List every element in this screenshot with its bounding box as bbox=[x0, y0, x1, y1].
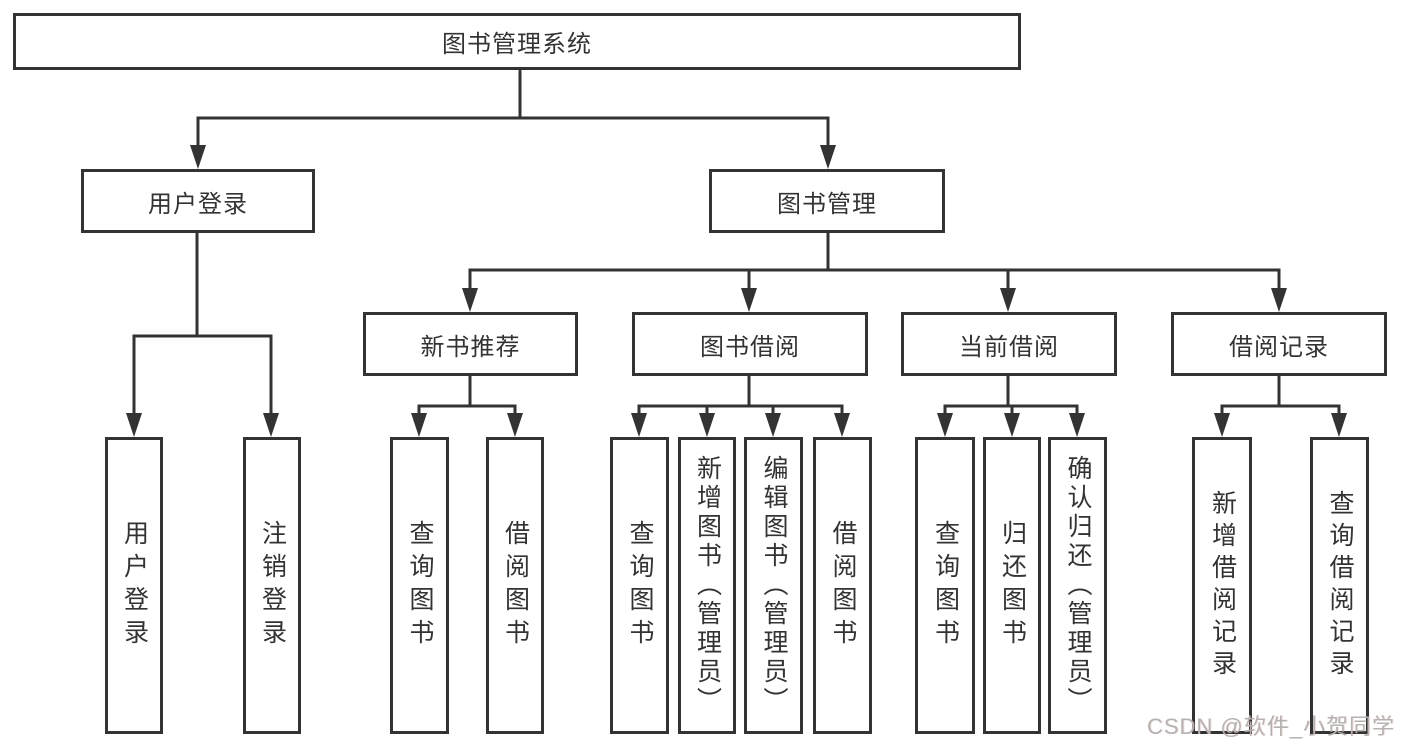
arrowhead-icon bbox=[1214, 413, 1230, 437]
arrowhead-icon bbox=[937, 413, 953, 437]
node-root: 图书管理系统 bbox=[13, 13, 1021, 70]
leaf-newbook-query: 查询图书 bbox=[390, 437, 449, 734]
leaf-records-query: 查询借阅记录 bbox=[1310, 437, 1369, 734]
connector-user-login-children bbox=[132, 231, 273, 420]
node-book-mgmt: 图书管理 bbox=[709, 169, 945, 233]
connector-records-children bbox=[1220, 374, 1341, 420]
node-section-borrow: 图书借阅 bbox=[632, 312, 868, 376]
node-user-login-label: 用户登录 bbox=[148, 190, 248, 218]
node-section-records-label: 借阅记录 bbox=[1229, 333, 1329, 361]
arrowhead-icon bbox=[411, 413, 427, 437]
leaf-newbook-borrow: 借阅图书 bbox=[486, 437, 544, 734]
leaf-records-add: 新增借阅记录 bbox=[1192, 437, 1252, 734]
arrowhead-icon bbox=[820, 145, 836, 169]
arrowhead-icon bbox=[507, 413, 523, 437]
node-section-current: 当前借阅 bbox=[901, 312, 1117, 376]
leaf-user-login-label: 用户登录 bbox=[120, 519, 149, 652]
arrowhead-icon bbox=[834, 413, 850, 437]
leaf-newbook-query-label: 查询图书 bbox=[406, 519, 434, 652]
connector-new-book-children bbox=[417, 374, 517, 420]
leaf-records-add-label: 新增借阅记录 bbox=[1208, 489, 1237, 682]
leaf-borrow-query: 查询图书 bbox=[610, 437, 669, 734]
leaf-user-login: 用户登录 bbox=[105, 437, 163, 734]
leaf-current-return: 归还图书 bbox=[983, 437, 1041, 734]
arrowhead-icon bbox=[765, 413, 781, 437]
arrowhead-icon bbox=[1004, 413, 1020, 437]
arrowhead-icon bbox=[1331, 413, 1347, 437]
connector-root-to-level2 bbox=[196, 68, 830, 152]
node-section-new-book: 新书推荐 bbox=[363, 312, 578, 376]
leaf-current-query: 查询图书 bbox=[915, 437, 975, 734]
node-book-mgmt-label: 图书管理 bbox=[777, 190, 877, 218]
leaf-borrow-add-admin-label: 新增图书（管理员） bbox=[693, 455, 722, 716]
leaf-current-return-label: 归还图书 bbox=[998, 519, 1027, 652]
arrowhead-icon bbox=[1000, 288, 1016, 312]
leaf-borrow-borrow: 借阅图书 bbox=[813, 437, 872, 734]
arrowhead-icon bbox=[126, 413, 142, 437]
leaf-borrow-edit-admin-label: 编辑图书（管理员） bbox=[760, 455, 788, 716]
leaf-logout-label: 注销登录 bbox=[258, 519, 287, 652]
leaf-borrow-add-admin: 新增图书（管理员） bbox=[678, 437, 736, 734]
leaf-current-confirm-admin-label: 确认归还（管理员） bbox=[1064, 455, 1092, 716]
arrowhead-icon bbox=[190, 145, 206, 169]
node-section-borrow-label: 图书借阅 bbox=[700, 333, 800, 361]
connector-borrow-children bbox=[637, 374, 844, 420]
arrowhead-icon bbox=[462, 288, 478, 312]
connector-book-mgmt-sections bbox=[468, 231, 1281, 295]
node-root-label: 图书管理系统 bbox=[442, 31, 592, 58]
leaf-records-query-label: 查询借阅记录 bbox=[1326, 489, 1354, 682]
arrowhead-icon bbox=[1271, 288, 1287, 312]
arrowhead-icon bbox=[631, 413, 647, 437]
leaf-logout: 注销登录 bbox=[243, 437, 301, 734]
leaf-borrow-borrow-label: 借阅图书 bbox=[829, 519, 857, 652]
leaf-current-confirm-admin: 确认归还（管理员） bbox=[1048, 437, 1107, 734]
node-section-records: 借阅记录 bbox=[1171, 312, 1387, 376]
node-section-current-label: 当前借阅 bbox=[959, 333, 1059, 361]
leaf-current-query-label: 查询图书 bbox=[931, 519, 960, 652]
leaf-borrow-query-label: 查询图书 bbox=[626, 519, 654, 652]
csdn-watermark: CSDN @软件_小贺同学 bbox=[1146, 714, 1395, 739]
connector-current-children bbox=[943, 374, 1079, 420]
arrowhead-icon bbox=[1069, 413, 1085, 437]
arrowhead-icon bbox=[699, 413, 715, 437]
arrowhead-icon bbox=[263, 413, 279, 437]
node-section-new-book-label: 新书推荐 bbox=[420, 333, 521, 361]
leaf-borrow-edit-admin: 编辑图书（管理员） bbox=[744, 437, 803, 734]
node-user-login: 用户登录 bbox=[81, 169, 315, 233]
arrowhead-icon bbox=[741, 288, 757, 312]
leaf-newbook-borrow-label: 借阅图书 bbox=[501, 519, 530, 652]
